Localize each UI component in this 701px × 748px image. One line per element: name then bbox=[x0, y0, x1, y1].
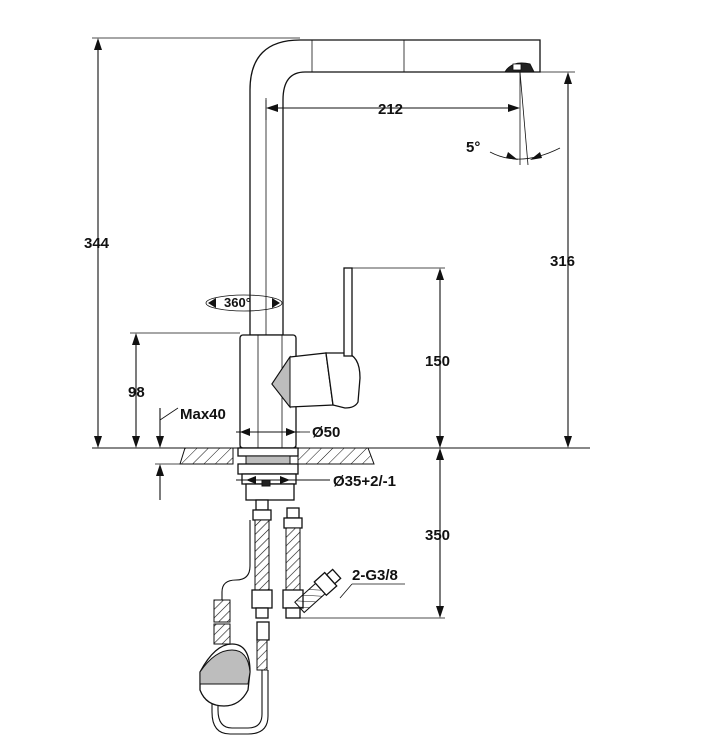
hose-fitting-left-top bbox=[252, 509, 272, 521]
hose-right bbox=[285, 527, 301, 591]
hose-fitting-right-top bbox=[283, 517, 303, 529]
base-flange bbox=[237, 447, 299, 457]
supply-hoses bbox=[199, 499, 342, 735]
dim-spout-angle: 5° bbox=[466, 139, 480, 156]
countertop-hatch-left bbox=[179, 447, 234, 465]
dim-hose-length: 350 bbox=[425, 527, 450, 544]
mounting-nut bbox=[237, 463, 299, 475]
faucet bbox=[237, 39, 541, 501]
dim-body-height: 98 bbox=[128, 384, 145, 401]
spout-pipe bbox=[249, 39, 541, 336]
countertop bbox=[92, 447, 590, 465]
countertop-hatch-right bbox=[297, 447, 375, 465]
dim-connection: 2-G3/8 bbox=[352, 567, 398, 584]
dim-hole-diameter: Ø35+2/-1 bbox=[333, 473, 396, 490]
dim-rotation: 360° bbox=[224, 295, 251, 310]
hose-left bbox=[254, 519, 270, 591]
lever-handle bbox=[343, 267, 353, 357]
dim-base-diameter: Ø50 bbox=[312, 424, 340, 441]
dim-spout-height: 316 bbox=[550, 253, 575, 270]
hose-fitting-left-bottom bbox=[251, 589, 273, 609]
dimension-lines bbox=[92, 37, 575, 619]
dim-max-deck-thickness: Max40 bbox=[180, 406, 226, 423]
dim-lever-height: 150 bbox=[425, 353, 450, 370]
dim-total-height: 344 bbox=[84, 235, 110, 252]
dim-spout-reach: 212 bbox=[378, 101, 403, 118]
pullout-hose-fitting bbox=[256, 621, 270, 641]
